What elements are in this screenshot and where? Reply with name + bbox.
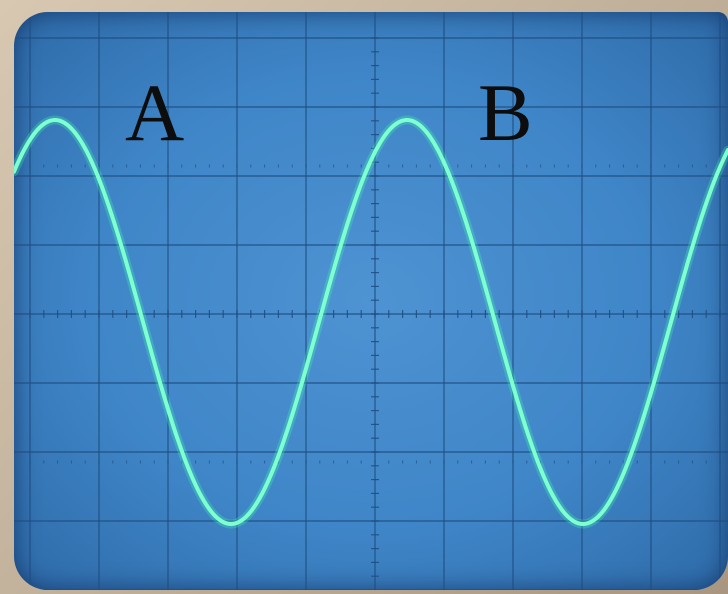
- graticule-ticks: [29, 37, 721, 577]
- graticule-grid: [14, 12, 728, 590]
- peak-label-a: A: [125, 67, 185, 158]
- oscilloscope-screen: [14, 12, 728, 590]
- peak-label-b: B: [478, 67, 533, 158]
- sine-trace-glow: [14, 115, 728, 529]
- oscilloscope-display: [14, 12, 728, 590]
- sine-trace: [14, 118, 728, 526]
